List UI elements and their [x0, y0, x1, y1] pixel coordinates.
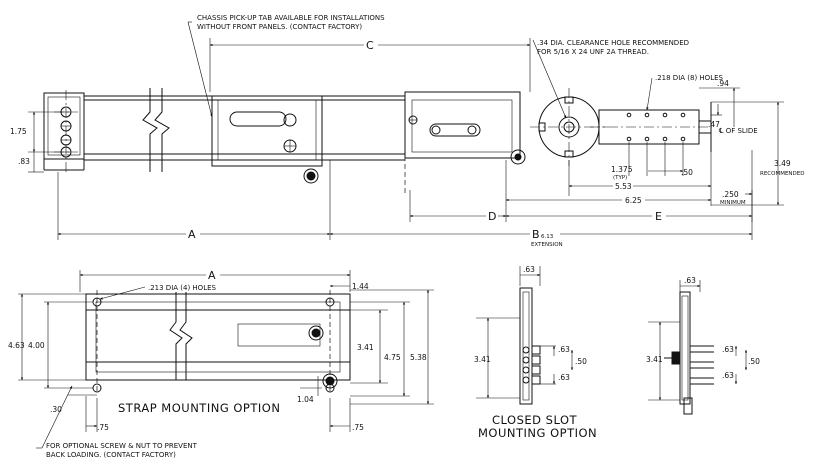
dim-5-38: 5.38 [410, 353, 427, 362]
note-holes-213: .213 DIA (4) HOLES [148, 284, 217, 292]
dim-3-41: 3.41 [357, 343, 374, 352]
dim-3-49-recommended: RECOMMENDED [760, 171, 805, 177]
rear-bracket [590, 102, 712, 152]
note-clearance-line2: FOR 5/16 X 24 UNF 2A THREAD. [537, 48, 649, 56]
note-screw-line2: BACK LOADING. (CONTACT FACTORY) [46, 451, 176, 459]
strap-annotations: A .213 DIA (4) HOLES 1.44 4.63 4.00 3.41… [8, 269, 434, 459]
side-dim-0-50: .50 [748, 357, 760, 366]
dim-1-75: 1.75 [10, 127, 27, 136]
closed-dim-0-63-top: .63 [523, 265, 535, 274]
dim-0-30: .30 [50, 405, 62, 414]
side-dim-0-63-a: .63 [722, 345, 734, 354]
dim-b-extension-label: EXTENSION [531, 242, 563, 248]
dim-0-75-right: .75 [352, 423, 364, 432]
front-bracket [43, 90, 85, 175]
inner-slide-member [404, 91, 526, 195]
dim-4-00: 4.00 [28, 341, 45, 350]
strap-dim-a-label: A [208, 269, 216, 282]
side-dim-0-63-b: .63 [722, 371, 734, 380]
closed-slot-view [519, 287, 556, 405]
centerline-of-slide: ℄ OF SLIDE [719, 127, 758, 135]
pivot-disc [530, 88, 608, 166]
top-annotations: CHASSIS PICK-UP TAB AVAILABLE FOR INSTAL… [187, 14, 724, 119]
dim-0-250: .250 [722, 190, 739, 199]
dim-c-label: C [366, 39, 374, 52]
dim-a-label: A [188, 228, 196, 241]
dim-4-75: 4.75 [384, 353, 401, 362]
dim-0-83: .83 [18, 157, 30, 166]
dim-4-63: 4.63 [8, 341, 25, 350]
dim-0-94: .94 [717, 79, 729, 88]
dim-6-25: 6.25 [625, 196, 642, 205]
closed-dim-0-63-a: .63 [558, 345, 570, 354]
side-bracket-annotations: .63 3.41 .63 .50 .63 [646, 276, 760, 401]
caption-strap-mounting: STRAP MOUNTING OPTION [118, 401, 280, 415]
side-dim-3-41: 3.41 [646, 355, 663, 364]
dim-b-label: B [532, 228, 540, 241]
break-symbol-top [142, 88, 170, 172]
strap-mounting-view [85, 290, 351, 394]
dim-0-50-top: .50 [681, 168, 693, 177]
top-dimensions: C 1.75 .83 A B 6.13 EXTENSION D E [10, 38, 805, 248]
caption-closed-slot-line1: CLOSED SLOT [492, 413, 578, 427]
caption-closed-slot-line2: MOUNTING OPTION [478, 426, 597, 440]
outer-slide-member [84, 95, 405, 184]
dim-3-49: 3.49 [774, 159, 791, 168]
dim-0-250-minimum: MINIMUM [720, 200, 746, 206]
note-holes-218: .218 DIA (8) HOLES [655, 74, 724, 82]
dim-1-375-typ: (TYP) [613, 175, 627, 181]
closed-slot-annotations: .63 3.41 .63 .50 .63 CLOSED SLOT MOUNTIN… [474, 265, 597, 440]
slide-assembly-view [43, 88, 712, 195]
note-clearance-line1: .34 DIA. CLEARANCE HOLE RECOMMENDED [537, 39, 689, 47]
dim-1-375: 1.375 [611, 165, 633, 174]
dim-0-75-left: .75 [97, 423, 109, 432]
side-dim-0-63-top: .63 [684, 276, 696, 285]
dim-5-53: 5.53 [615, 182, 632, 191]
closed-dim-0-50: .50 [575, 357, 587, 366]
note-chassis-tab-line1: CHASSIS PICK-UP TAB AVAILABLE FOR INSTAL… [197, 14, 385, 22]
side-bracket-view [664, 291, 714, 415]
note-chassis-tab-line2: WITHOUT FRONT PANELS. (CONTACT FACTORY) [197, 23, 362, 31]
dim-1-44: 1.44 [352, 282, 369, 291]
note-screw-line1: FOR OPTIONAL SCREW & NUT TO PREVENT [46, 442, 198, 450]
dim-e-label: E [655, 210, 662, 223]
dim-d-label: D [488, 210, 496, 223]
closed-dim-3-41: 3.41 [474, 355, 491, 364]
dim-1-04: 1.04 [297, 395, 314, 404]
dim-b-extension-value: 6.13 [541, 234, 554, 240]
dim-0-47: .47 [708, 120, 720, 129]
closed-dim-0-63-b: .63 [558, 373, 570, 382]
